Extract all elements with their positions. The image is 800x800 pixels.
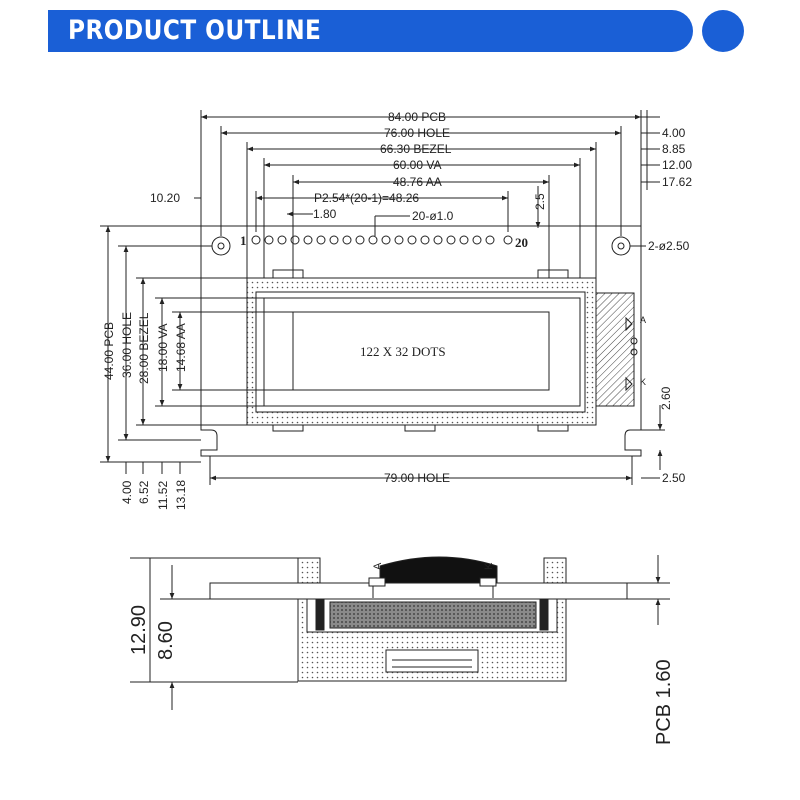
dim-pcb-height: 44.00 PCB (102, 322, 116, 380)
pin-last-label: 20 (515, 235, 528, 250)
pcb-outline (200, 225, 642, 457)
dim-pin-pitch: P2.54*(20-1)=48.26 (314, 191, 419, 205)
header-banner: PRODUCT OUTLINE (48, 10, 693, 52)
mount-hole-right (611, 236, 631, 256)
dim-hole-height: 36.00 HOLE (120, 312, 134, 378)
dim-va-width: 60.00 VA (393, 158, 441, 172)
dim-pcb-thickness: PCB 1.60 (653, 659, 675, 745)
dim-bezel-width: 66.30 BEZEL (380, 142, 452, 156)
dim-bottom-4: 13.18 (174, 480, 188, 510)
dim-aa-width: 48.76 AA (393, 175, 442, 189)
led-cathode-label: K (640, 377, 646, 387)
dim-right-2: 8.85 (662, 142, 686, 156)
side-cathode-label: K (483, 562, 495, 570)
dim-bottom-2: 6.52 (137, 480, 151, 504)
dim-pcb-width: 84.00 PCB (388, 110, 446, 124)
dim-total-height: 12.90 (128, 605, 150, 655)
dim-right-4: 17.62 (662, 175, 692, 189)
side-pcb (209, 582, 628, 600)
dim-left-offset: 10.20 (150, 191, 180, 205)
dim-aa-height: 14.68 AA (174, 323, 188, 372)
side-anode-label: A (372, 562, 384, 570)
dim-right-3: 12.00 (662, 158, 692, 172)
dim-bottom-3: 11.52 (156, 481, 170, 510)
mount-hole-left (211, 236, 231, 256)
dim-mount-holes: 2-ø2.50 (648, 239, 690, 253)
led-anode-label: A (640, 315, 646, 325)
dim-bottom-1: 4.00 (120, 480, 134, 504)
page-title: PRODUCT OUTLINE (68, 15, 322, 46)
header-dot (702, 10, 744, 52)
dim-pin-top: 2.5 (533, 193, 547, 210)
dim-right-small-1: 2.60 (659, 386, 673, 410)
dim-pin-offset: 1.80 (313, 207, 337, 221)
dim-bezel-height: 28.00 BEZEL (137, 312, 151, 384)
dim-module-height: 8.60 (155, 621, 177, 660)
dim-hole-width: 76.00 HOLE (384, 126, 450, 140)
viewing-area (292, 311, 550, 391)
pin-first-label: 1 (240, 233, 247, 248)
dim-right-small-2: 2.50 (662, 471, 686, 485)
dim-right-1: 4.00 (662, 126, 686, 140)
dim-bottom-hole: 79.00 HOLE (384, 471, 450, 485)
pin-row (251, 235, 513, 245)
display-resolution: 122 X 32 DOTS (360, 344, 446, 359)
dim-pin-holes: 20-ø1.0 (412, 209, 454, 223)
dim-va-height: 18.00 VA (156, 324, 170, 372)
